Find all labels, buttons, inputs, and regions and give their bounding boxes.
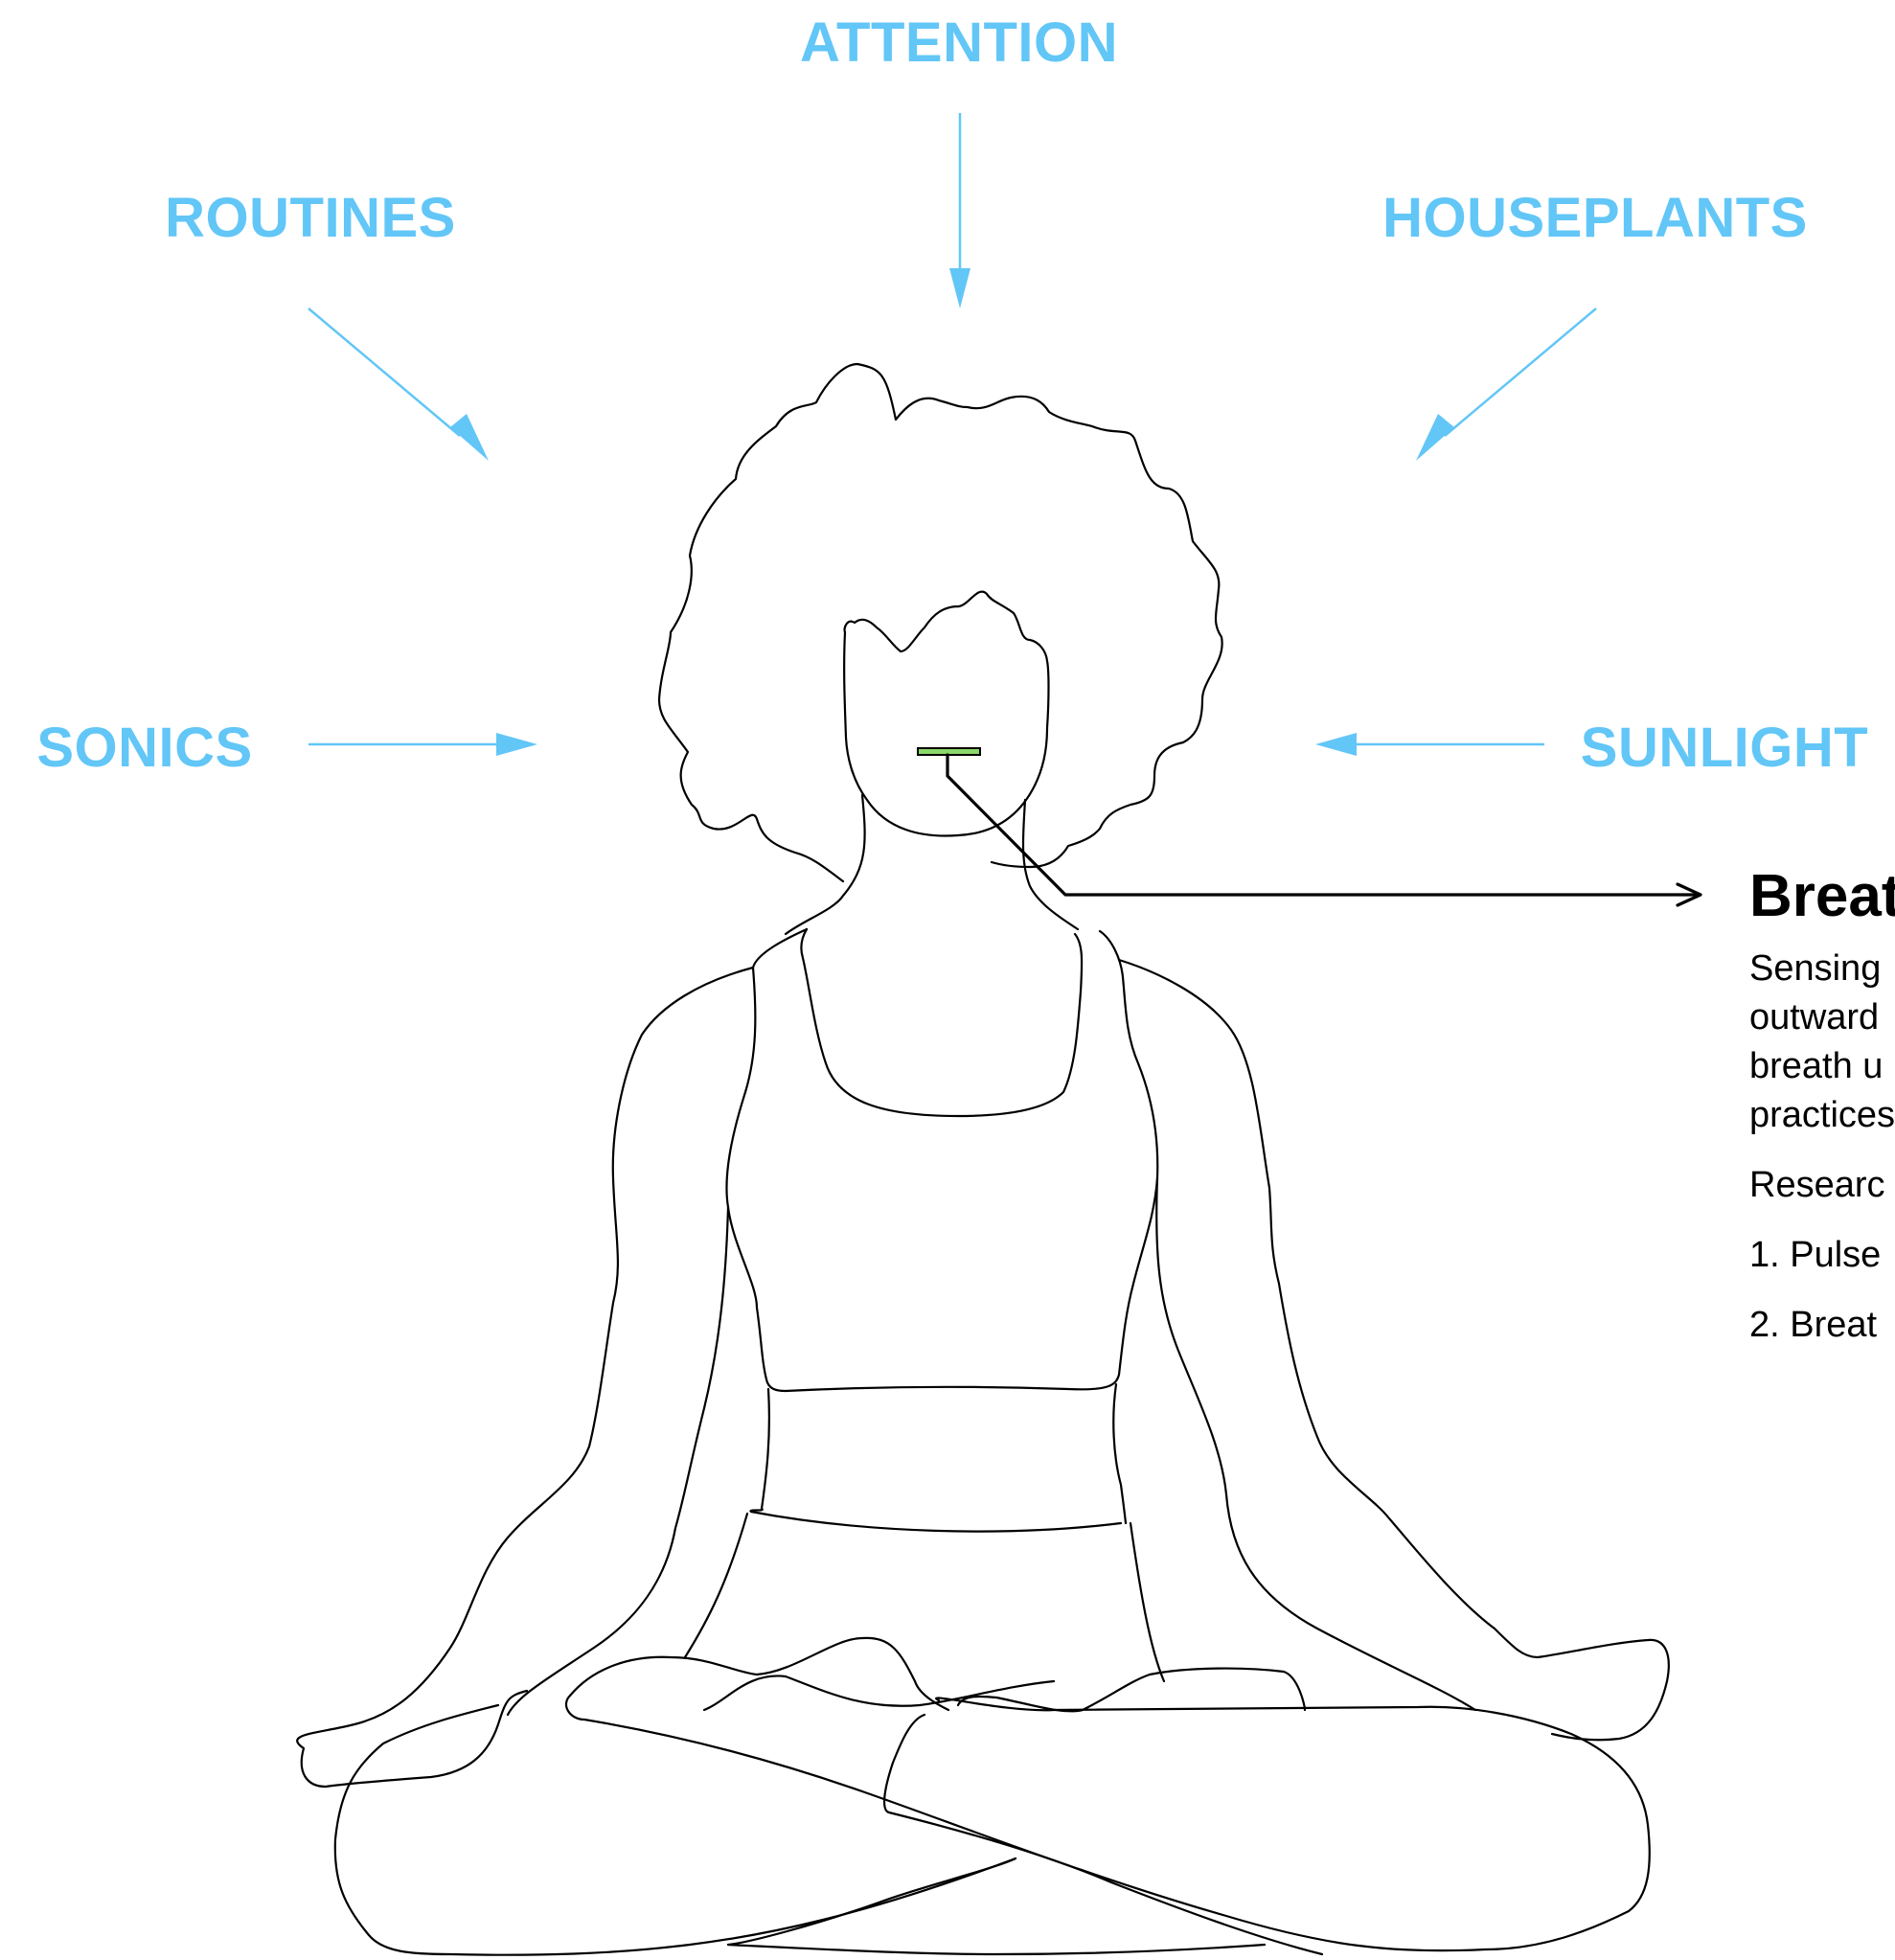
breath-sensor-icon xyxy=(918,748,980,755)
list-item: 1. Pulse xyxy=(1749,1231,1895,1280)
arrow-icon xyxy=(1315,733,1544,756)
list-item: 2. Breat xyxy=(1749,1301,1895,1350)
hair-outline xyxy=(659,364,1222,881)
factor-sunlight-label: SUNLIGHT xyxy=(1581,717,1868,779)
panel-title: Breat xyxy=(1749,862,1895,931)
description-line: breath u xyxy=(1749,1042,1895,1091)
arrow-icon xyxy=(1416,308,1596,461)
arrow-icon xyxy=(308,308,489,461)
legs-outline xyxy=(685,1514,747,1657)
research-list: 1. Pulse 2. Breat xyxy=(1749,1231,1895,1350)
right-arm-outline xyxy=(1119,960,1669,1740)
factor-routines-label: ROUTINES xyxy=(165,187,456,249)
description-line: Sensing xyxy=(1749,945,1895,993)
face-outline xyxy=(844,592,1048,836)
factor-attention-label: ATTENTION xyxy=(800,11,1118,74)
factor-sonics-label: SONICS xyxy=(36,717,252,779)
arrow-icon xyxy=(308,733,537,756)
meditating-person-figure xyxy=(297,364,1669,1955)
top-outline xyxy=(726,929,1157,1391)
factor-houseplants-label: HOUSEPLANTS xyxy=(1382,187,1808,249)
left-arm-outline xyxy=(297,968,753,1787)
description-line: practices xyxy=(1749,1091,1895,1140)
description-line: outward xyxy=(1749,993,1895,1042)
research-label: Researc xyxy=(1749,1161,1895,1210)
panel-description: Sensing outward breath u practices xyxy=(1749,945,1895,1140)
arrow-icon xyxy=(949,113,970,308)
breath-info-panel: Breat Sensing outward breath u practices… xyxy=(1749,862,1895,1371)
